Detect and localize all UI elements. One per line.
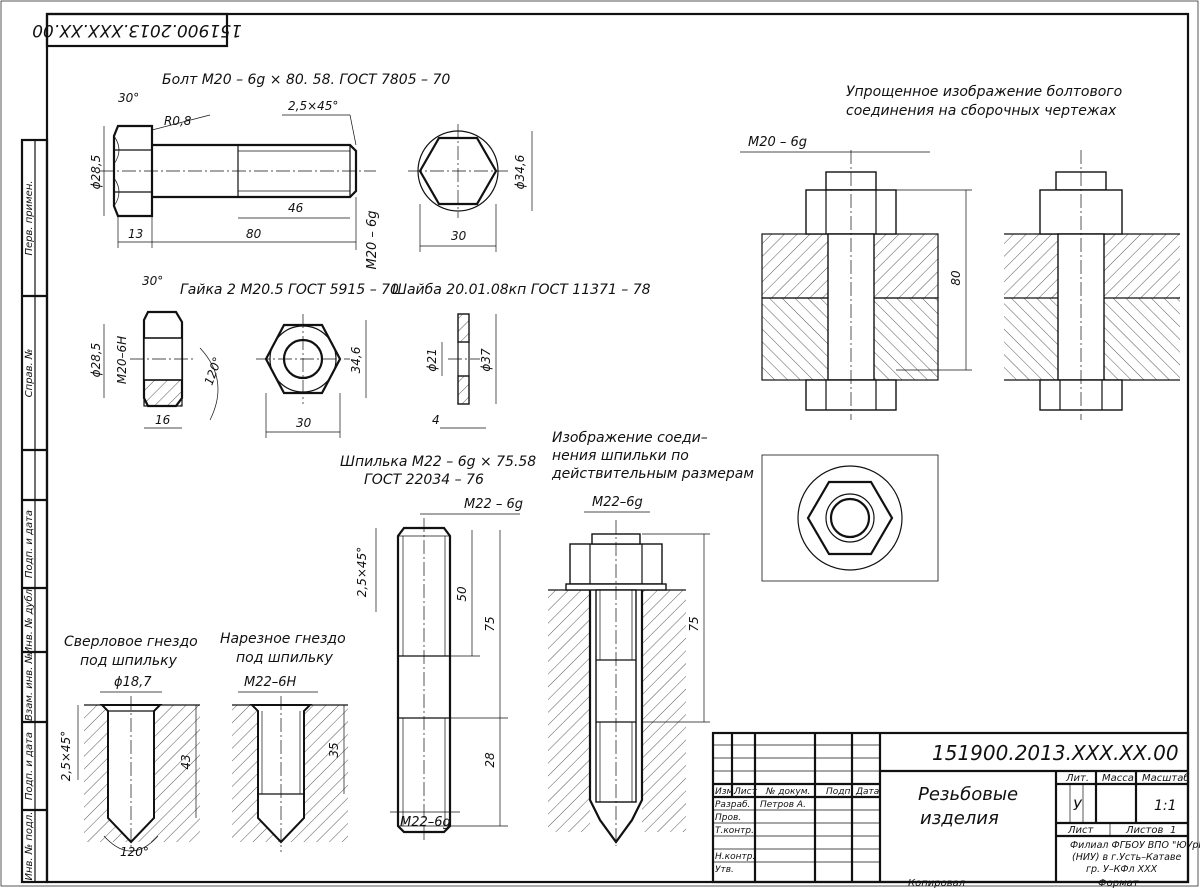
bolted-connection: Упрощенное изображение болтового соедине… bbox=[740, 84, 1180, 582]
stud-real-title-2: нения шпильки по bbox=[552, 448, 689, 464]
nut-title: Гайка 2 М20.5 ГОСТ 5915 – 70 bbox=[180, 282, 399, 298]
title-code: 151900.2013.XXX.XX.00 bbox=[932, 741, 1179, 765]
tapped-depth: 35 bbox=[327, 742, 341, 757]
stud-thread-top: М22 – 6g bbox=[464, 497, 523, 512]
tb-podp: Подп. bbox=[826, 787, 853, 797]
tb-listov: Листов bbox=[1125, 825, 1163, 836]
side-sprav: Справ. № bbox=[24, 349, 35, 398]
stud-real-title-1: Изображение соеди– bbox=[552, 430, 708, 446]
tb-list: Лист bbox=[1067, 825, 1095, 836]
bolt-drawing: Болт М20 – 6g × 80. 58. ГОСТ 7805 – 70 3… bbox=[89, 72, 533, 270]
tb-dokum: № докум. bbox=[765, 787, 810, 797]
bolt-thread: М20 – 6g bbox=[365, 210, 380, 269]
bolted-title-1: Упрощенное изображение болтового bbox=[846, 84, 1122, 100]
nut-height: 16 bbox=[155, 413, 171, 427]
drill-title-1: Сверловое гнездо bbox=[64, 634, 198, 650]
tb-prov: Пров. bbox=[715, 813, 741, 823]
bolt-length: 80 bbox=[246, 227, 262, 241]
bolt-head-h: 13 bbox=[128, 227, 143, 241]
washer-drawing: Шайба 20.01.08кп ГОСТ 11371 – 78 ϕ21 ϕ37… bbox=[392, 282, 651, 429]
tapped-thread: М22–6Н bbox=[244, 675, 297, 690]
bolt-hex-s: 30 bbox=[451, 229, 467, 243]
tb-list-col: Лист bbox=[733, 787, 758, 797]
tb-masshtab-val: 1:1 bbox=[1154, 798, 1177, 814]
stud-thread-bot: М22–6g bbox=[400, 815, 451, 830]
tb-format: Формат bbox=[1098, 878, 1140, 888]
nut-dia: ϕ28,5 bbox=[89, 343, 103, 378]
washer-thick: 4 bbox=[432, 413, 440, 427]
tb-nkontr: Н.контр. bbox=[715, 852, 755, 862]
bolt-radius: R0,8 bbox=[164, 114, 192, 128]
side-margin: Перв. примен. Справ. № Подп. и дата Инв.… bbox=[20, 138, 49, 884]
tb-lit: Лит. bbox=[1065, 773, 1089, 784]
stud-real-drawing: Изображение соеди– нения шпильки по дейс… bbox=[548, 430, 754, 846]
bolt-thread-len: 46 bbox=[288, 201, 304, 215]
drill-chamfer: 2,5×45° bbox=[59, 731, 73, 781]
tapped-title-1: Нарезное гнездо bbox=[220, 631, 346, 647]
bolt-angle: 30° bbox=[118, 91, 139, 105]
bolt-hex-dia: ϕ34,6 bbox=[513, 154, 527, 189]
stud-d28: 28 bbox=[483, 752, 497, 768]
side-perv: Перв. примен. bbox=[24, 180, 35, 255]
bolt-title: Болт М20 – 6g × 80. 58. ГОСТ 7805 – 70 bbox=[162, 72, 450, 88]
side-podp2: Подп. и дата bbox=[24, 732, 35, 800]
title-name-1: Резьбовые bbox=[918, 784, 1018, 805]
tb-org-3: гр. У–КФл XXX bbox=[1086, 864, 1158, 875]
rotated-code: 151900.2013.XXX.XX.00 bbox=[32, 20, 242, 40]
tb-kopiroval: Копировал bbox=[908, 878, 966, 888]
tb-org-1: Филиал ФГБОУ ВПО "ЮУрГУ" bbox=[1070, 840, 1200, 851]
tapped-hole-drawing: Нарезное гнездо под шпильку М22–6Н 35 bbox=[220, 631, 348, 852]
nut-drawing: Гайка 2 М20.5 ГОСТ 5915 – 70 30° ϕ28,5 М… bbox=[89, 274, 399, 438]
drill-title-2: под шпильку bbox=[80, 653, 178, 669]
side-vzam: Взам. инв. № bbox=[24, 653, 35, 721]
washer-outer: ϕ37 bbox=[479, 348, 493, 372]
tapped-title-2: под шпильку bbox=[236, 650, 334, 666]
tb-listov-val: 1 bbox=[1170, 825, 1176, 836]
washer-title: Шайба 20.01.08кп ГОСТ 11371 – 78 bbox=[392, 282, 651, 298]
bolted-thread: М20 – 6g bbox=[748, 135, 807, 150]
drill-hole-drawing: Сверловое гнездо под шпильку ϕ18,7 2,5×4… bbox=[59, 634, 200, 859]
tb-razrab: Разраб. bbox=[715, 800, 750, 810]
bolted-title-2: соединения на сборочных чертежах bbox=[846, 103, 1117, 119]
title-name-2: изделия bbox=[920, 808, 999, 829]
bolt-dia: ϕ28,5 bbox=[89, 155, 103, 190]
side-inv-podl: Инв. № подл. bbox=[24, 812, 35, 881]
nut-angle: 30° bbox=[142, 274, 163, 288]
stud-d75: 75 bbox=[483, 616, 497, 631]
tb-masshtab: Масштаб bbox=[1142, 772, 1190, 784]
stud-d50: 50 bbox=[455, 586, 469, 602]
tb-razrab-name: Петров А. bbox=[760, 800, 806, 810]
tb-tkontr: Т.контр. bbox=[715, 826, 754, 836]
stud-title-2: ГОСТ 22034 – 76 bbox=[364, 472, 484, 488]
drill-dia: ϕ18,7 bbox=[114, 675, 152, 690]
bolt-chamfer: 2,5×45° bbox=[288, 99, 338, 113]
side-podp1: Подп. и дата bbox=[24, 510, 35, 578]
nut-angle2: 120° bbox=[202, 355, 225, 387]
nut-thread: М20–6Н bbox=[115, 336, 129, 384]
nut-hex-s: 30 bbox=[296, 416, 312, 430]
washer-inner: ϕ21 bbox=[425, 348, 439, 371]
tb-lit-val: У bbox=[1073, 798, 1083, 814]
stud-real-length: 75 bbox=[687, 616, 701, 631]
title-block: 151900.2013.XXX.XX.00 Резьбовые изделия … bbox=[711, 731, 1200, 888]
bolted-length: 80 bbox=[949, 270, 963, 286]
tb-data: Дата bbox=[855, 787, 879, 797]
side-inv-dubl: Инв. № дубл. bbox=[23, 586, 35, 654]
drill-depth: 43 bbox=[179, 754, 193, 769]
stud-drawing: Шпилька М22 – 6g × 75.58 ГОСТ 22034 – 76… bbox=[340, 454, 536, 842]
stud-title-1: Шпилька М22 – 6g × 75.58 bbox=[340, 454, 536, 470]
tb-massa: Масса bbox=[1102, 773, 1134, 784]
tb-org-2: (НИУ) в г.Усть–Катаве bbox=[1072, 852, 1182, 863]
tb-utv: Утв. bbox=[715, 865, 734, 875]
nut-hex-dia: 34,6 bbox=[349, 346, 363, 373]
stud-real-title-3: действительным размерам bbox=[551, 466, 754, 482]
stud-chamfer: 2,5×45° bbox=[355, 547, 369, 597]
tb-izm: Изм. bbox=[715, 787, 736, 797]
drill-angle: 120° bbox=[120, 845, 149, 859]
rotated-code-box: 151900.2013.XXX.XX.00 bbox=[32, 12, 242, 48]
stud-real-thread: М22–6g bbox=[592, 495, 643, 510]
